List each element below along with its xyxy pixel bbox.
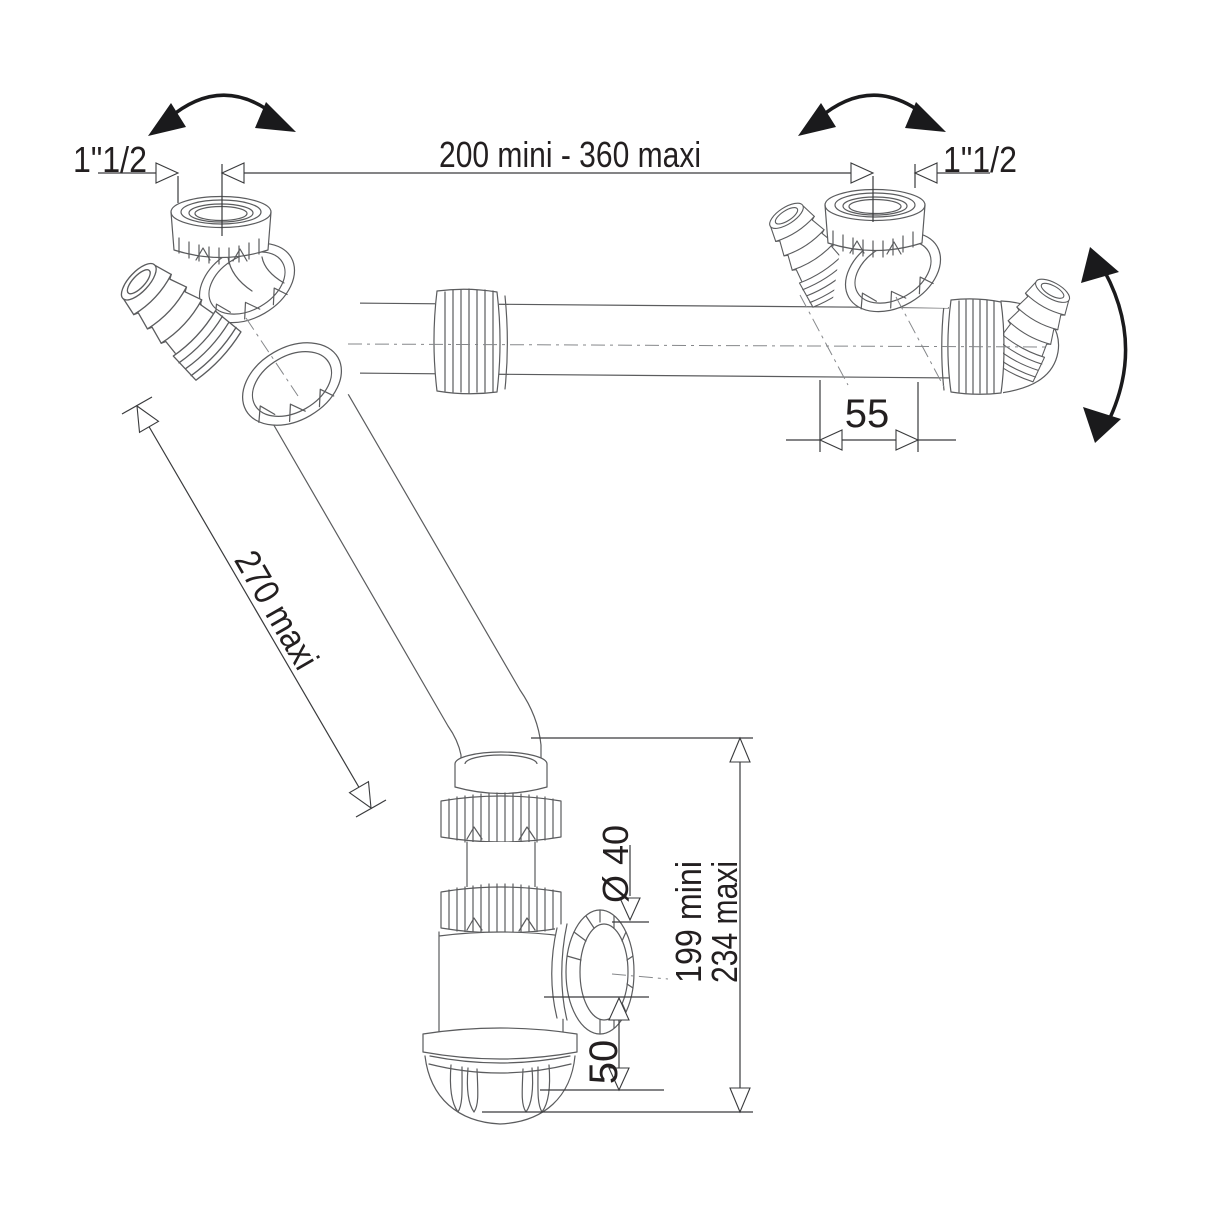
centerlines xyxy=(245,294,1049,980)
diagonal-270-label: 270 maxi xyxy=(227,543,328,676)
right-sink-nut xyxy=(824,188,926,258)
trap-mid-nut xyxy=(440,883,562,937)
rotation-arrow-side-icon xyxy=(1081,247,1128,443)
right-thread-label: 1"1/2 xyxy=(943,139,1017,180)
diagonal-pipe xyxy=(256,355,542,763)
bottle-trap xyxy=(422,751,635,1125)
right-sink-connection xyxy=(758,188,956,329)
offset-55-label: 55 xyxy=(845,392,890,436)
drop-50-label: 50 xyxy=(582,1040,626,1085)
height-max-label: 234 maxi xyxy=(704,861,745,983)
height-min-label: 199 mini xyxy=(668,861,709,983)
tube-nut-mid xyxy=(433,288,508,395)
rotation-arrow-right-icon xyxy=(798,93,946,136)
dimensions xyxy=(98,162,990,1114)
span-label: 200 mini - 360 maxi xyxy=(439,134,701,175)
diameter-40-label: Ø 40 xyxy=(595,825,636,903)
rotation-arrow-left-icon xyxy=(148,93,296,136)
left-thread-label: 1"1/2 xyxy=(73,139,147,180)
left-sink-nut xyxy=(170,195,272,265)
left-sink-connection xyxy=(108,195,360,443)
trap-top-nut xyxy=(440,792,562,846)
